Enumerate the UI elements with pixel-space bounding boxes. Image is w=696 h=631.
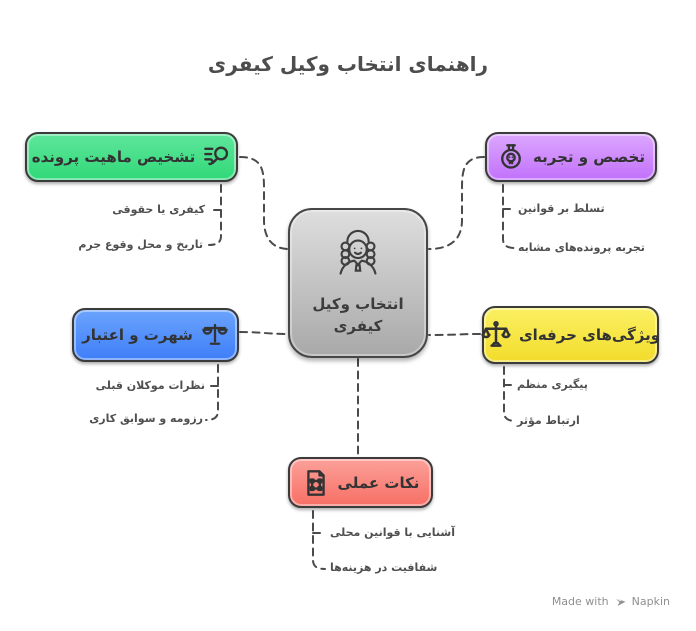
branch-case-nature: تشخیص ماهیت پرونده — [25, 132, 238, 182]
diagram-title: راهنمای انتخاب وکیل کیفری — [207, 52, 489, 76]
branch-practical-tips-label: نکات عملی — [337, 473, 420, 492]
search-lines-icon — [204, 146, 229, 166]
center-node: انتخاب وکیل کیفری — [288, 208, 428, 358]
branch-professional-traits: ویژگی‌های حرفه‌ای — [481, 306, 661, 364]
sub-item-label: رزومه و سوابق کاری — [89, 412, 203, 425]
lawyer-icon — [339, 230, 377, 275]
napkin-logo-icon — [614, 597, 626, 606]
vector-file-icon — [306, 469, 325, 496]
branch-case-nature-label: تشخیص ماهیت پرونده — [31, 148, 196, 166]
watermark: Made with Napkin — [552, 595, 670, 608]
branch-practical-tips: نکات عملی — [288, 457, 433, 508]
sub-item-label: تاریخ و محل وقوع جرم — [78, 238, 203, 251]
sub-item-label: تجربه پرونده‌های مشابه — [518, 241, 645, 254]
sub-item-label: پیگیری منظم — [517, 378, 588, 391]
branch-reputation: شهرت و اعتبار — [72, 308, 239, 362]
center-node-label: انتخاب وکیل کیفری — [312, 294, 403, 338]
justice-scale-icon — [481, 320, 511, 347]
sub-item-label: شفافیت در هزینه‌ها — [330, 561, 438, 574]
sub-item-label: تسلط بر قوانین — [518, 202, 605, 215]
sub-item-label: آشنایی با قوانین محلی — [330, 526, 455, 539]
balance-scale-icon — [202, 323, 228, 345]
branch-reputation-label: شهرت و اعتبار — [82, 326, 193, 344]
sub-item-label: ارتباط مؤثر — [517, 414, 580, 427]
center-node-label-line2: کیفری — [333, 317, 383, 335]
branch-expertise: تخصص و تجربه — [485, 132, 657, 182]
branch-professional-traits-label: ویژگی‌های حرفه‌ای — [518, 326, 661, 344]
poison-flask-icon — [501, 144, 521, 169]
branch-expertise-label: تخصص و تجربه — [533, 148, 645, 166]
sub-item-label: کیفری یا حقوقی — [112, 203, 205, 216]
watermark-made-with: Made with — [551, 595, 609, 608]
watermark-brand: Napkin — [631, 595, 670, 608]
center-node-label-line1: انتخاب وکیل — [312, 295, 404, 314]
sub-item-label: نظرات موکلان قبلی — [95, 379, 205, 392]
